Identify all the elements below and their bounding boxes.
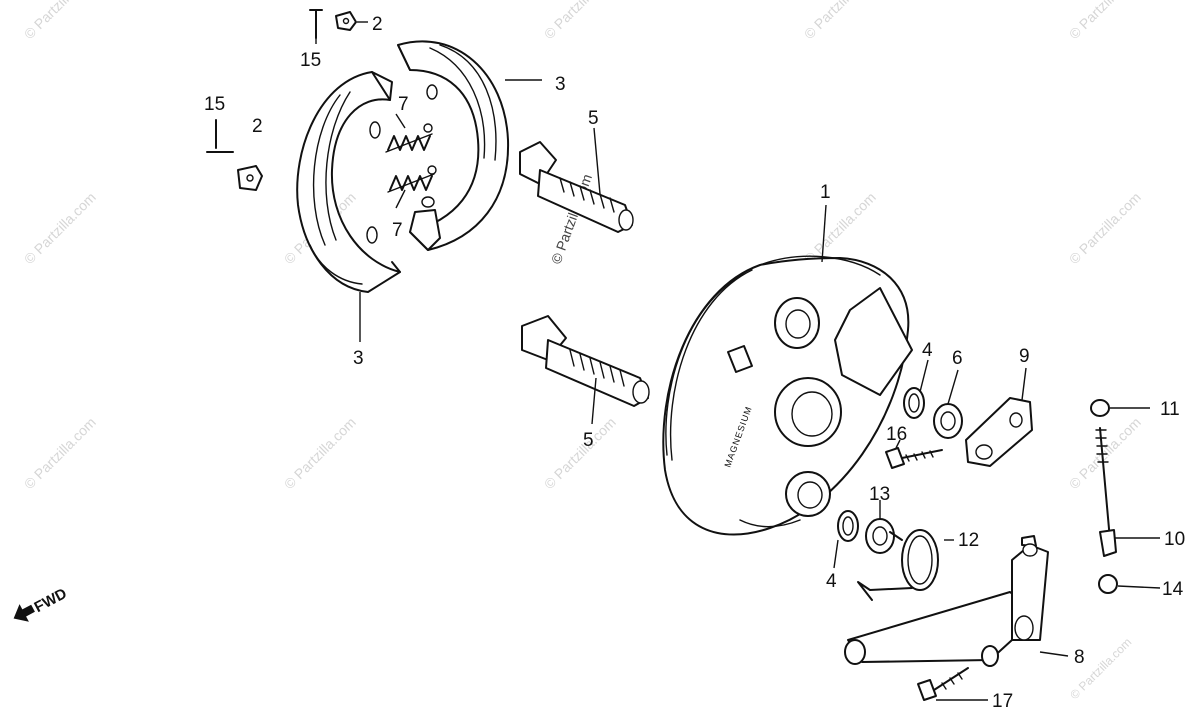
brake-rod [1095,427,1117,557]
callout-13: 13 [869,484,890,505]
callout-7-upper: 7 [398,94,409,115]
brake-arm-return-spring [857,529,939,601]
callout-4-lower: 4 [826,571,837,592]
return-spring-lower [387,165,437,193]
callout-5-upper: 5 [588,108,599,129]
callout-3-left-shoe: 3 [353,348,364,369]
callout-16: 16 [886,424,907,445]
callout-17: 17 [992,691,1013,712]
callout-2-left: 2 [252,116,263,137]
callout-8: 8 [1074,647,1085,668]
callout-11: 11 [1160,399,1180,420]
watermark: © Partzilla.com [21,414,99,492]
thrust-washer-upper [903,387,925,419]
callout-labels: 15 2 3 15 2 7 7 5 3 5 1 4 6 9 11 16 13 1… [204,14,1185,712]
callout-3-right-shoe: 3 [555,74,566,95]
watermark: © Partzilla.com [541,0,619,42]
watermark: © Partzilla.com [1066,189,1144,267]
callout-2-top: 2 [372,14,383,35]
callout-7-lower: 7 [392,220,403,241]
wear-indicator-plate [865,518,895,554]
retainer-clip-left [237,165,263,191]
callout-1: 1 [820,182,831,203]
hold-down-pin-top [309,9,323,39]
leader-lines [315,21,1161,701]
watermark: © Partzilla.com [1066,0,1144,42]
hold-down-pin-left [206,119,234,153]
brake-arm [844,535,1049,667]
watermark-layer: © Partzilla.com © Partzilla.com © Partzi… [21,0,1144,702]
watermark: © Partzilla.com [21,189,99,267]
brake-cam-lower [521,315,650,407]
brake-shoe-right [397,40,510,251]
watermark: © Partzilla.com [21,0,99,42]
fwd-arrow-icon [13,604,35,622]
fwd-direction-indicator: FWD [13,585,70,622]
stopper-arm [965,397,1033,467]
retainer-clip-top [335,11,357,31]
return-spring-upper [385,123,433,153]
thrust-washer-lower [837,510,859,542]
watermark: © Partzilla.com [1067,635,1134,702]
bolt-16 [885,447,943,469]
dust-seal [933,403,963,439]
callout-14: 14 [1162,579,1184,600]
callout-15-top: 15 [300,50,321,71]
watermark: © Partzilla.com [801,189,879,267]
callout-6: 6 [952,348,963,369]
callout-12: 12 [958,530,979,551]
bolt-17 [917,667,969,701]
fwd-label: FWD [32,585,70,616]
watermark: © Partzilla.com [281,414,359,492]
watermark: © Partzilla.com [801,0,879,42]
callout-4-upper: 4 [922,340,933,361]
brake-rod-nut-11 [1090,399,1110,417]
callout-5-lower: 5 [583,430,594,451]
callout-15-left: 15 [204,94,225,115]
adjusting-nut-14 [1098,574,1118,594]
brake-shoe-left [296,71,401,293]
watermark: © Partzilla.com [541,414,619,492]
callout-10: 10 [1164,529,1185,550]
brake-panel: MAGNESIUM [662,255,913,536]
brake-cam-upper [519,141,634,233]
callout-9: 9 [1019,346,1030,367]
